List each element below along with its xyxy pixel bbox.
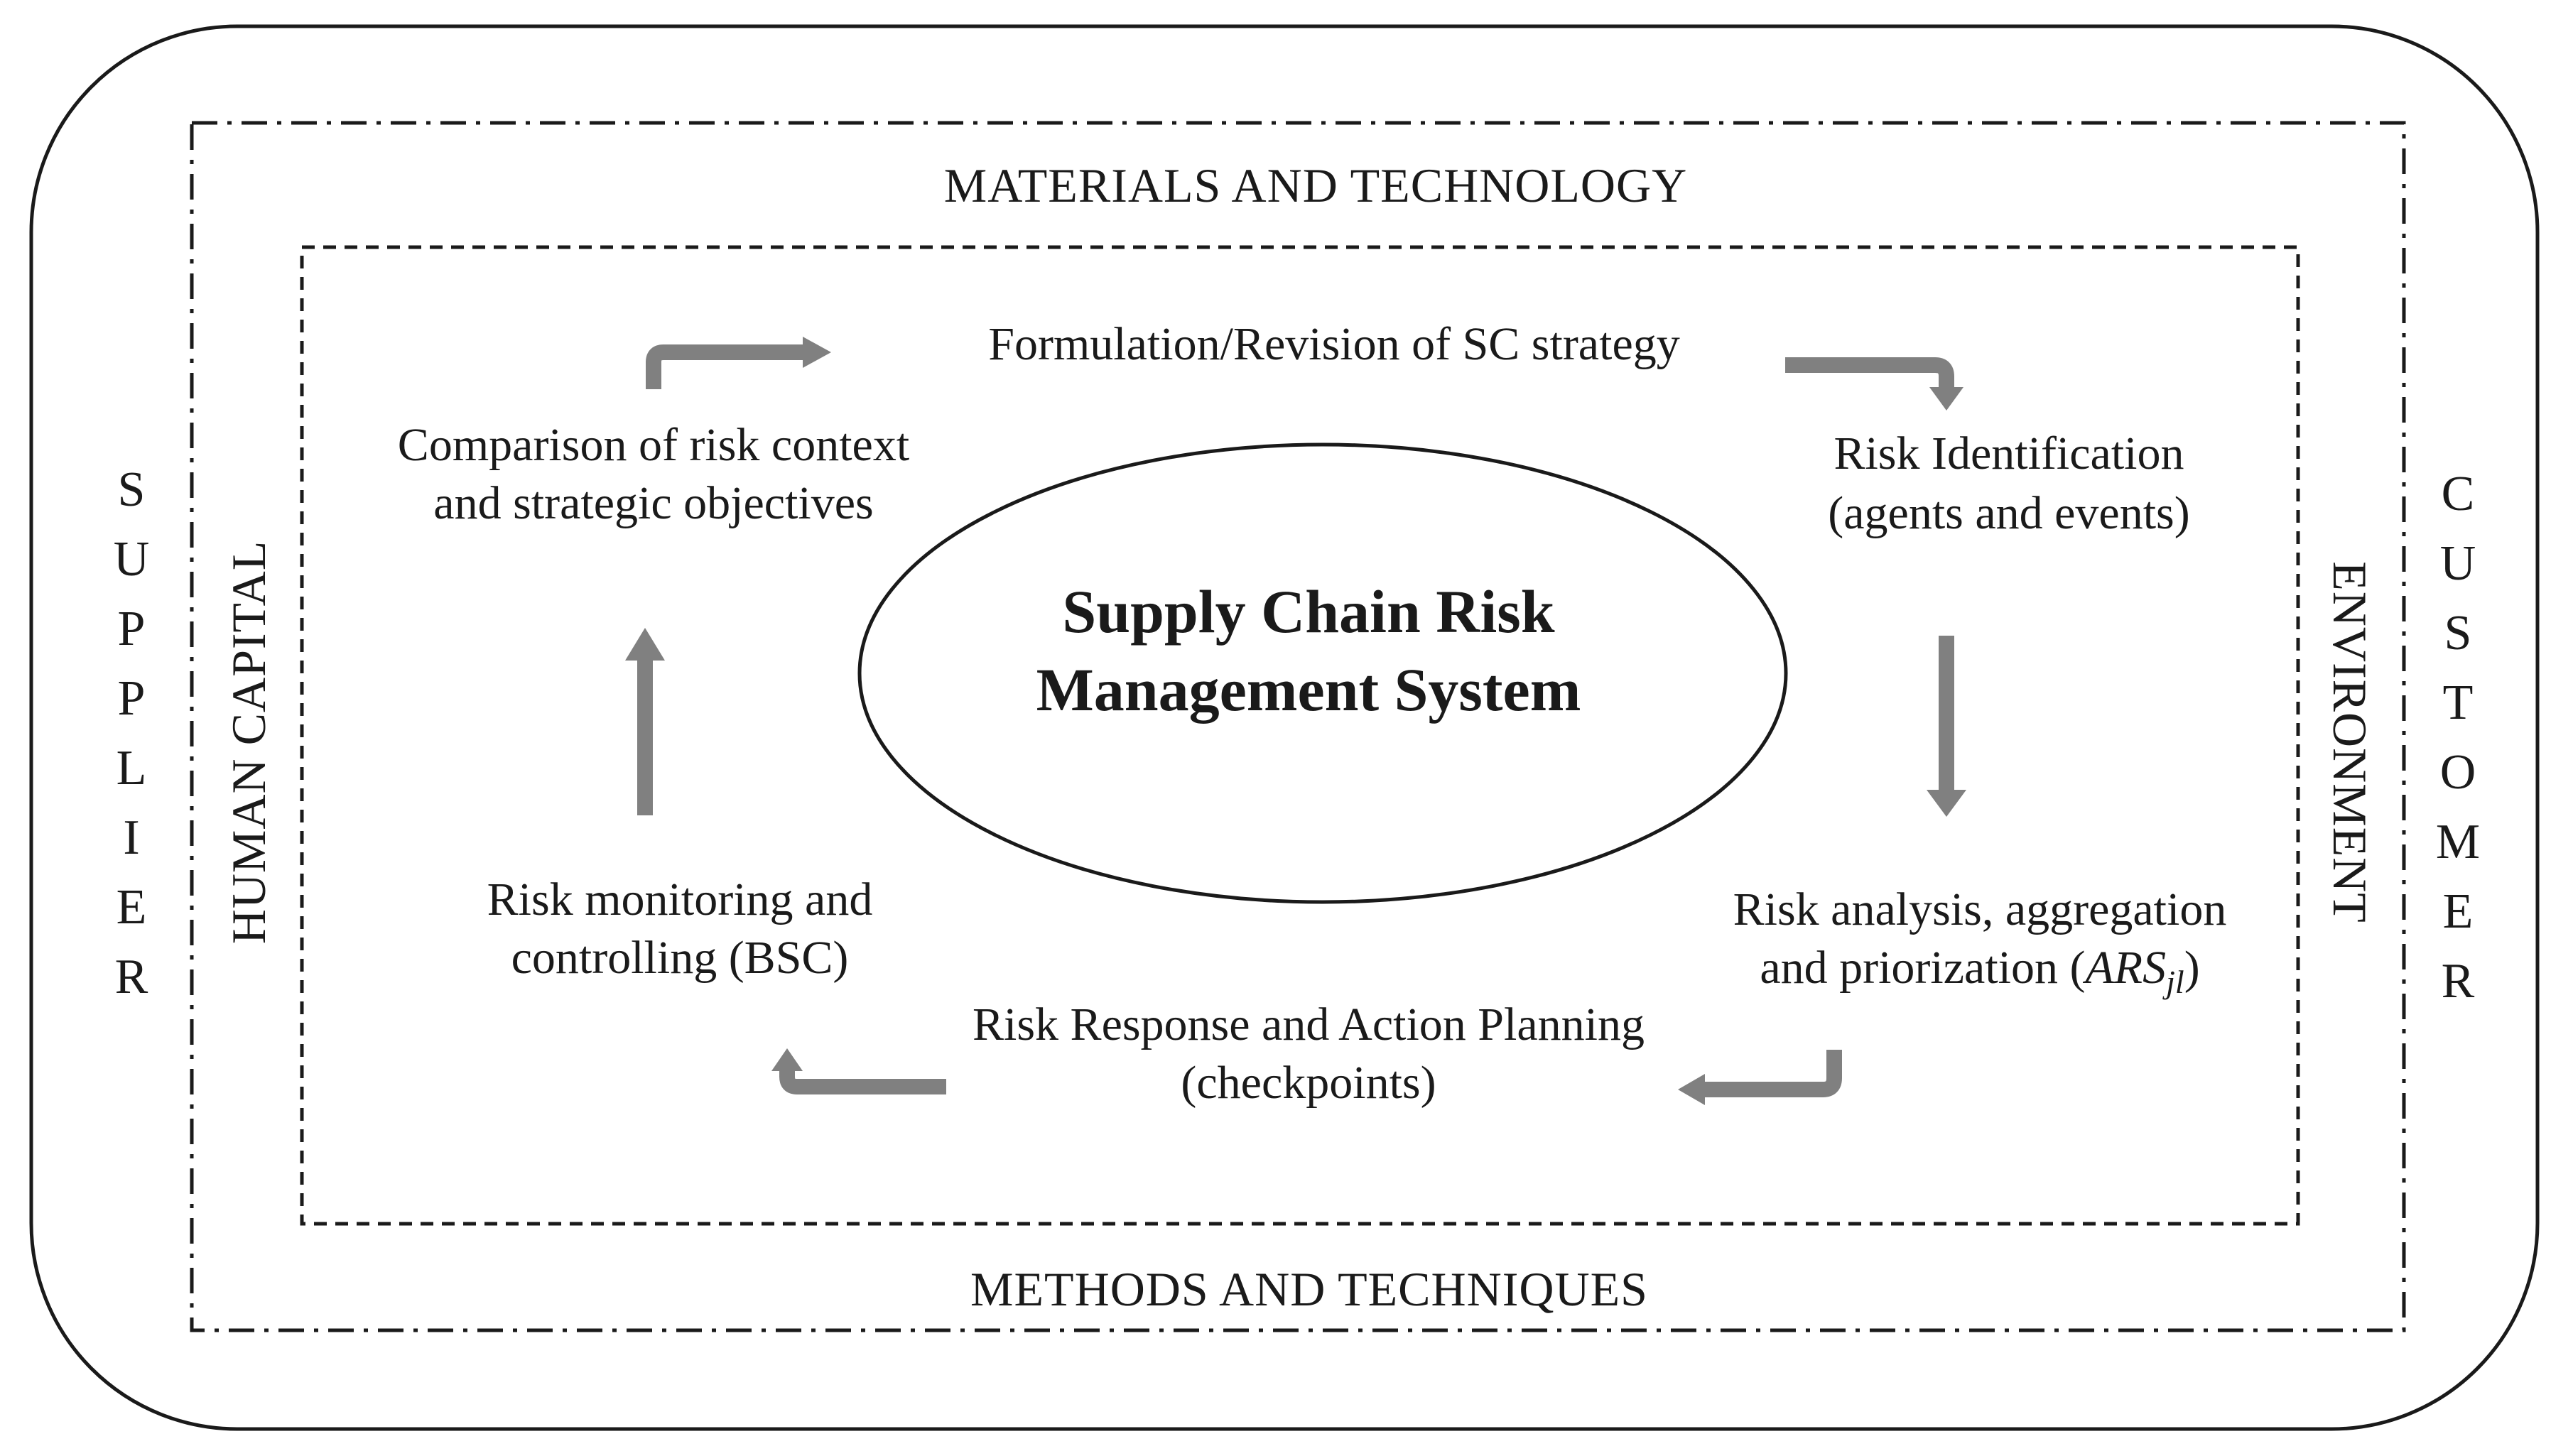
- supplier-letter: R: [115, 950, 148, 1004]
- step-analysis-paren-open: (: [2070, 942, 2086, 994]
- step-analysis-prefix: and priorization: [1760, 942, 2069, 994]
- customer-label: C U S T O M E R: [2436, 467, 2480, 1009]
- arrow-comparison-to-strategy: [646, 337, 831, 389]
- customer-letter: E: [2443, 884, 2474, 939]
- step-identification: Risk Identification (agents and events): [1828, 428, 2189, 539]
- ars-formula-subscript: jl: [2162, 964, 2184, 1000]
- materials-technology-label: MATERIALS AND TECHNOLOGY: [944, 158, 1688, 212]
- step-strategy: Formulation/Revision of SC strategy: [988, 318, 1679, 370]
- step-monitoring: Risk monitoring and controlling (BSC): [487, 874, 873, 984]
- environment-label: ENVIRONMENT: [2323, 561, 2377, 923]
- supplier-letter: E: [117, 880, 147, 935]
- supplier-letter: P: [118, 671, 146, 726]
- supplier-letter: I: [123, 810, 139, 865]
- step-analysis: Risk analysis, aggregation and priorizat…: [1733, 884, 2227, 1000]
- customer-letter: O: [2440, 745, 2476, 800]
- customer-letter: R: [2442, 954, 2475, 1009]
- supplier-letter: P: [118, 602, 146, 656]
- customer-letter: S: [2444, 606, 2472, 661]
- inner-dashed-frame: [300, 245, 2300, 1226]
- supplier-letter: L: [117, 741, 147, 795]
- customer-letter: U: [2440, 536, 2476, 591]
- step-response-line2: (checkpoints): [1181, 1057, 1436, 1109]
- supplier-label: S U P P L I E R: [114, 462, 150, 1004]
- step-comparison-line1: Comparison of risk context: [398, 419, 909, 471]
- supplier-letter: U: [114, 532, 150, 587]
- ars-formula: ARS: [2082, 942, 2166, 994]
- center-title-line1: Supply Chain Risk: [1062, 577, 1554, 646]
- supplier-letter: S: [118, 462, 146, 517]
- arrow-analysis-to-response: [1678, 1050, 1842, 1105]
- step-analysis-paren-close: ): [2184, 942, 2200, 994]
- step-comparison-line2: and strategic objectives: [433, 477, 873, 529]
- methods-techniques-label: METHODS AND TECHNIQUES: [970, 1262, 1648, 1316]
- step-analysis-line1: Risk analysis, aggregation: [1733, 884, 2227, 935]
- step-identification-line1: Risk Identification: [1833, 428, 2184, 479]
- arrow-strategy-to-identification: [1785, 357, 1963, 411]
- arrow-response-to-monitoring: [771, 1048, 946, 1094]
- customer-letter: M: [2436, 815, 2480, 869]
- outer-rounded-frame: [29, 24, 2540, 1431]
- human-capital-label: HUMAN CAPITAL: [222, 540, 276, 945]
- center-title-line2: Management System: [1036, 656, 1581, 724]
- customer-letter: C: [2442, 467, 2475, 521]
- step-analysis-line2: and priorization (ARSjl): [1760, 942, 2199, 1000]
- central-ellipse: [857, 442, 1788, 904]
- step-response-line1: Risk Response and Action Planning: [973, 999, 1645, 1050]
- step-comparison: Comparison of risk context and strategic…: [398, 419, 909, 529]
- dash-dot-frame: [190, 121, 2406, 1332]
- step-response: Risk Response and Action Planning (check…: [973, 999, 1645, 1109]
- arrow-monitoring-to-comparison: [625, 628, 665, 815]
- step-identification-line2: (agents and events): [1828, 487, 2189, 539]
- arrow-identification-to-analysis: [1927, 636, 1966, 817]
- step-monitoring-line2: controlling (BSC): [511, 932, 849, 984]
- customer-letter: T: [2443, 675, 2474, 730]
- step-monitoring-line1: Risk monitoring and: [487, 874, 873, 925]
